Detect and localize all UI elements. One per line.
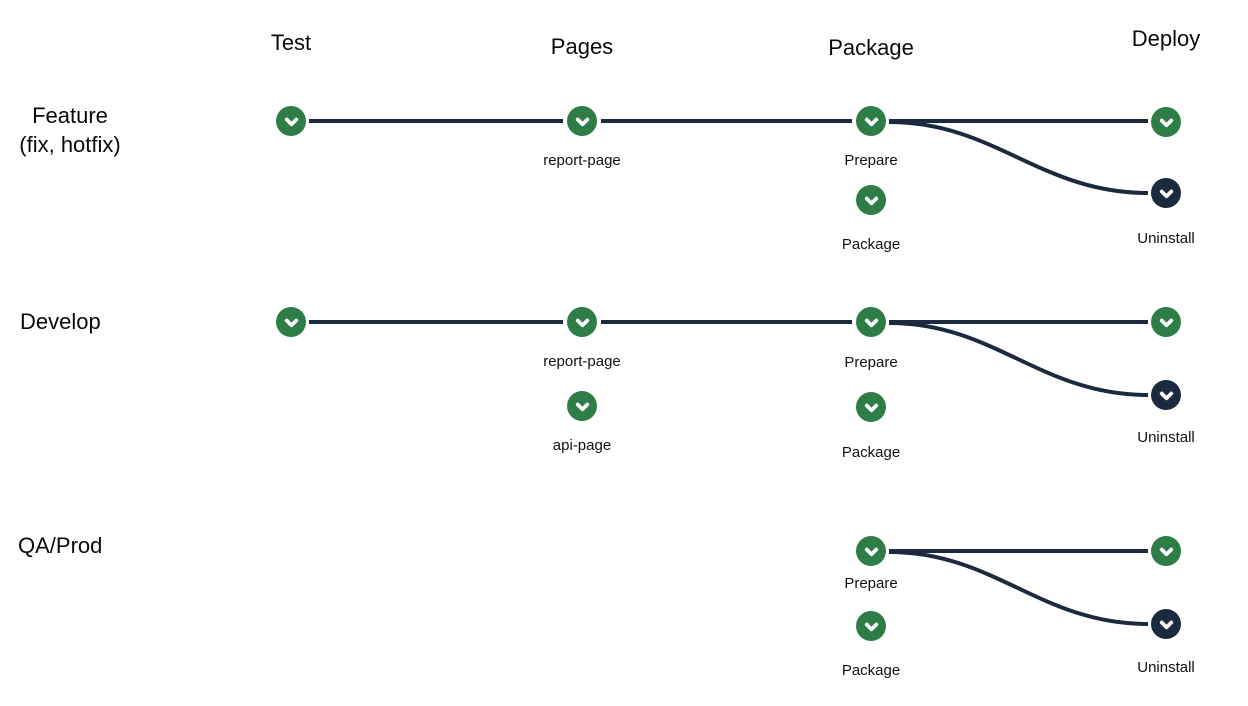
job-label: Prepare [844, 354, 898, 371]
chevron-down-icon [1159, 118, 1173, 127]
job-label: Uninstall [1137, 659, 1195, 676]
chevron-down-icon [284, 117, 298, 126]
chevron-down-icon [864, 196, 878, 205]
row-label-qaprod: QA/Prod [18, 533, 103, 558]
chevron-down-icon [284, 318, 298, 327]
job-node-develop-test[interactable] [276, 307, 306, 337]
chevron-down-icon [575, 318, 589, 327]
chevron-down-icon [1159, 391, 1173, 400]
job-node-qaprod-package[interactable] [856, 611, 886, 641]
edge-develop-prepare-uninstall [888, 321, 1149, 397]
job-node-develop-package[interactable] [856, 392, 886, 422]
chevron-down-icon [1159, 189, 1173, 198]
chevron-down-icon [864, 403, 878, 412]
chevron-down-icon [1159, 620, 1173, 629]
job-node-feature-test[interactable] [276, 106, 306, 136]
edge-feature-prepare-uninstall [888, 120, 1149, 195]
stage-header-test: Test [270, 30, 312, 55]
job-label: Uninstall [1137, 230, 1195, 247]
job-label: Prepare [844, 575, 898, 592]
job-node-develop-prepare[interactable] [856, 307, 886, 337]
row-label-feature-line1: Feature [32, 103, 108, 128]
chevron-down-icon [864, 117, 878, 126]
job-label: report-page [543, 353, 621, 370]
chevron-down-icon [575, 402, 589, 411]
job-node-develop-uninstall[interactable] [1151, 380, 1181, 410]
stage-header-deploy: Deploy [1131, 26, 1201, 51]
chevron-down-icon [1159, 547, 1173, 556]
job-node-feature-package[interactable] [856, 185, 886, 215]
stage-header-package: Package [828, 35, 914, 60]
job-node-develop-pages[interactable] [567, 307, 597, 337]
job-label: report-page [543, 152, 621, 169]
job-node-develop-api-page[interactable] [567, 391, 597, 421]
job-label: Prepare [844, 152, 898, 169]
row-label-feature: Feature (fix, hotfix) [4, 101, 136, 159]
job-node-qaprod-uninstall[interactable] [1151, 609, 1181, 639]
job-node-feature-pages[interactable] [567, 106, 597, 136]
job-node-feature-deploy[interactable] [1151, 107, 1181, 137]
job-label: api-page [552, 437, 612, 454]
job-node-feature-uninstall[interactable] [1151, 178, 1181, 208]
chevron-down-icon [864, 318, 878, 327]
row-label-feature-line2: (fix, hotfix) [19, 132, 121, 157]
job-label: Uninstall [1137, 429, 1195, 446]
chevron-down-icon [575, 117, 589, 126]
job-node-qaprod-deploy[interactable] [1151, 536, 1181, 566]
job-label: Package [841, 662, 901, 679]
stage-header-pages: Pages [550, 34, 614, 59]
chevron-down-icon [864, 547, 878, 556]
chevron-down-icon [1159, 318, 1173, 327]
chevron-down-icon [864, 622, 878, 631]
job-node-feature-prepare[interactable] [856, 106, 886, 136]
job-node-develop-deploy[interactable] [1151, 307, 1181, 337]
job-node-qaprod-prepare[interactable] [856, 536, 886, 566]
row-label-develop: Develop [20, 309, 101, 334]
job-label: Package [841, 444, 901, 461]
job-label: Package [841, 236, 901, 253]
edge-qaprod-prepare-uninstall [888, 550, 1149, 626]
